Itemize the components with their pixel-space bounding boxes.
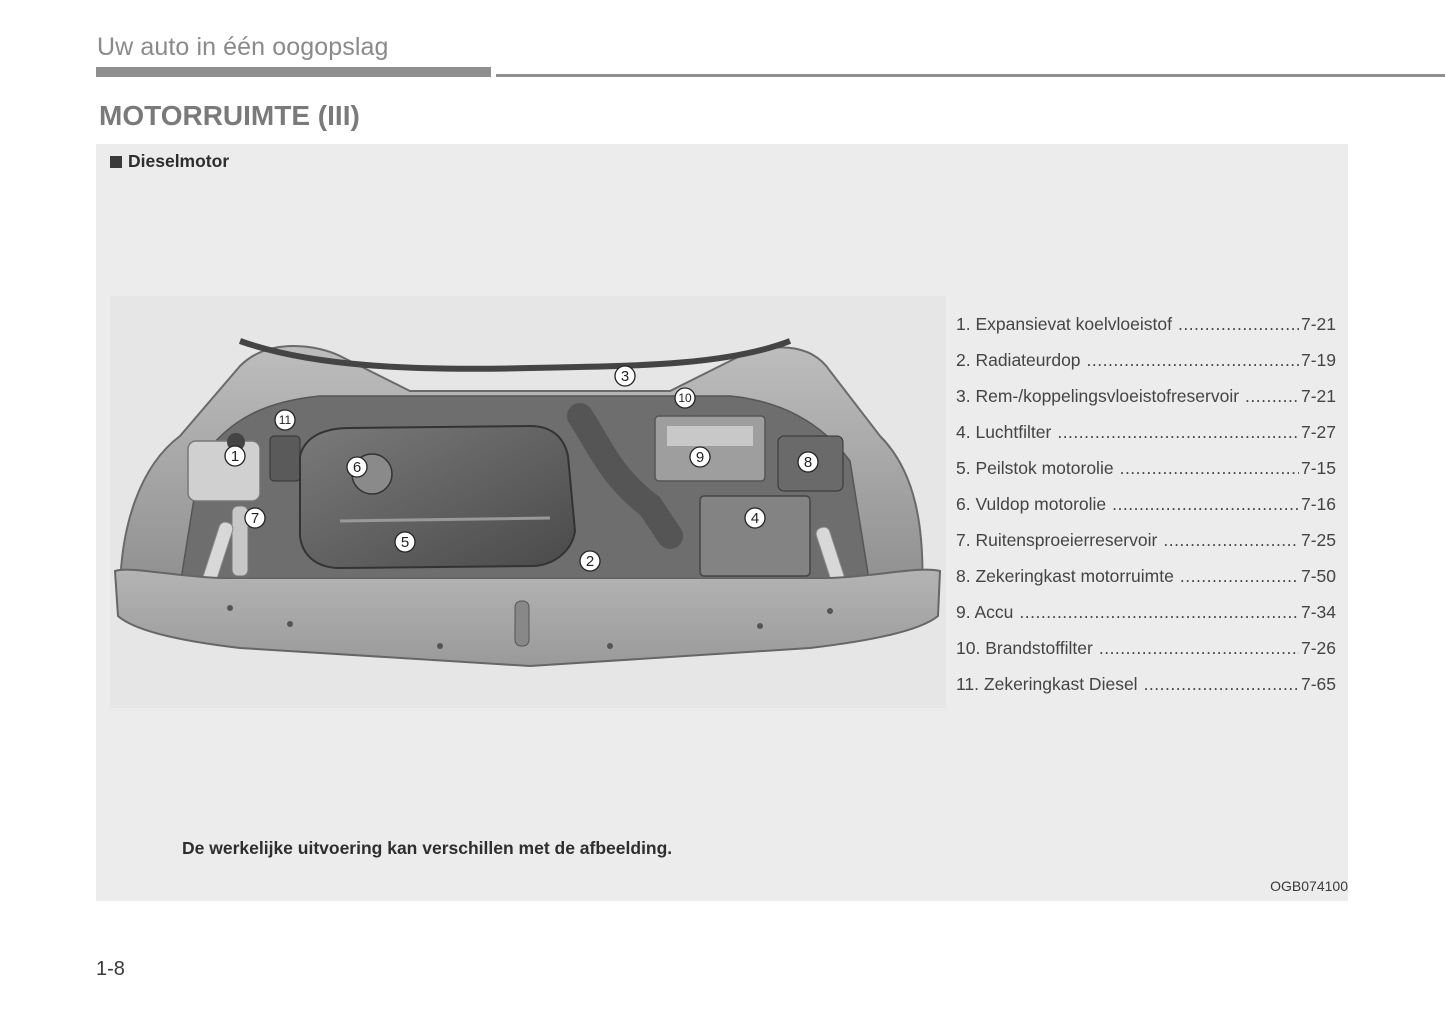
callout-label-4: 4 <box>751 510 759 527</box>
list-item: 9. Accu7-34 <box>956 602 1336 638</box>
engine-bay-illustration: 1 2 3 4 5 6 7 8 9 10 11 <box>110 296 946 708</box>
disclaimer: De werkelijke uitvoering kan verschillen… <box>182 838 673 858</box>
callout-1 <box>224 445 246 467</box>
callout-label-10: 10 <box>678 391 692 405</box>
callout-label-6: 6 <box>353 459 361 476</box>
callout-5 <box>394 531 416 553</box>
list-item: 4. Luchtfilter7-27 <box>956 422 1336 458</box>
list-item: 11. Zekeringkast Diesel7-65 <box>956 674 1336 710</box>
callout-label-5: 5 <box>401 534 409 551</box>
header-rule-thin <box>496 74 1445 77</box>
list-item: 10. Brandstoffilter7-26 <box>956 638 1336 674</box>
list-item: 7. Ruitensproeierreservoir7-25 <box>956 530 1336 566</box>
list-item: 5. Peilstok motorolie7-15 <box>956 458 1336 494</box>
callout-label-1: 1 <box>231 448 239 465</box>
callout-2 <box>579 550 601 572</box>
callout-9 <box>689 446 711 468</box>
callout-3 <box>614 365 636 387</box>
square-bullet-icon <box>110 155 122 168</box>
figure-code: OGB074100 <box>1270 878 1348 894</box>
list-item: 6. Vuldop motorolie7-16 <box>956 494 1336 530</box>
engine-bay-drawing: 1 2 3 4 5 6 7 8 9 10 11 <box>113 338 942 668</box>
callout-label-7: 7 <box>251 510 259 527</box>
section-label: Dieselmotor <box>110 151 229 172</box>
callout-6 <box>346 456 368 478</box>
list-item: 8. Zekeringkast motorruimte7-50 <box>956 566 1336 602</box>
callout-label-3: 3 <box>621 368 629 385</box>
callout-4 <box>744 507 766 529</box>
section-label-text: Dieselmotor <box>128 151 230 171</box>
figure-panel: Dieselmotor <box>96 144 1348 901</box>
callout-label-9: 9 <box>696 449 704 466</box>
callout-8 <box>797 451 819 473</box>
list-item: 1. Expansievat koelvloeistof7-21 <box>956 314 1336 350</box>
callout-10 <box>674 387 696 409</box>
list-item: 2. Radiateurdop7-19 <box>956 350 1336 386</box>
page-heading: MOTORRUIMTE (III) <box>99 100 360 131</box>
callout-label-2: 2 <box>586 553 594 570</box>
list-item: 3. Rem-/koppelingsvloeistofreservoir7-21 <box>956 386 1336 422</box>
callout-label-8: 8 <box>804 454 812 471</box>
header-rule-thick <box>96 67 491 77</box>
callout-7 <box>244 507 266 529</box>
callout-11 <box>274 409 296 431</box>
callout-label-11: 11 <box>279 413 292 427</box>
parts-list: 1. Expansievat koelvloeistof7-21 2. Radi… <box>956 314 1336 710</box>
page-number: 1-8 <box>96 958 125 980</box>
chapter-title: Uw auto in één oogopslag <box>97 33 389 61</box>
